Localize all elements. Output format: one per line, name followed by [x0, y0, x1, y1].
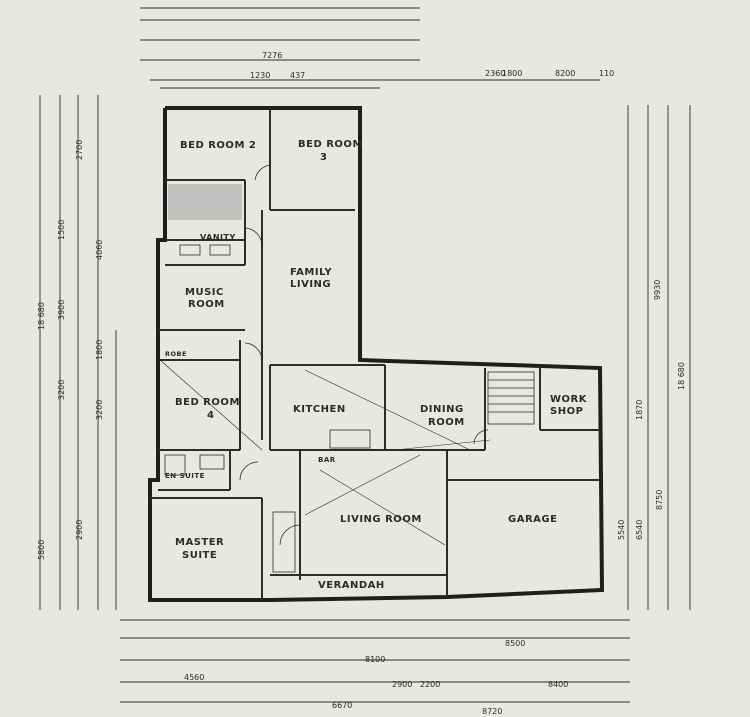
label-workshop-line2: SHOP [550, 406, 583, 417]
label-living-room: LIVING ROOM [340, 514, 422, 525]
label-bed-room-3-line2: 3 [320, 152, 327, 163]
construction-lines [159, 359, 491, 546]
label-dining-line1: DINING [420, 404, 464, 415]
label-family-line1: FAMILY [290, 267, 332, 278]
label-verandah: VERANDAH [318, 580, 385, 591]
dim-top-2: 8200 [555, 69, 575, 78]
interior-walls [150, 108, 600, 600]
label-workshop-line1: WORK [550, 394, 588, 405]
dim-top-5: 437 [290, 71, 305, 80]
dim-right-5: 5540 [617, 520, 626, 540]
outer-walls [148, 106, 605, 602]
label-ensuite: EN SUITE [165, 472, 205, 480]
dim-left-7: 1800 [95, 340, 104, 360]
dim-bottom-6: 8720 [482, 707, 502, 716]
bottom-dimension-labels: 8500 8100 4560 2900 8400 6670 8720 2200 [184, 639, 568, 716]
label-garage: GARAGE [508, 514, 557, 525]
dim-bottom-1: 8100 [365, 655, 385, 664]
label-dining-line2: ROOM [428, 417, 465, 428]
label-music-line2: ROOM [188, 299, 225, 310]
right-dimension-lines [627, 105, 691, 610]
label-robe: ROBE [165, 350, 187, 358]
label-bed-room-3-line1: BED ROOM [298, 139, 363, 150]
dim-left-9: 18 680 [37, 302, 46, 330]
top-dimension-labels: 2360 1800 8200 110 1230 437 7276 [250, 51, 614, 80]
dim-bottom-2: 4560 [184, 673, 204, 682]
dim-right-3: 8750 [655, 490, 664, 510]
label-bed-room-2: BED ROOM 2 [180, 140, 256, 151]
dim-right-1: 18 680 [677, 362, 686, 390]
label-bed-room-4-line2: 4 [207, 410, 214, 421]
dim-left-0: 2700 [75, 140, 84, 160]
bottom-dimension-lines [120, 619, 630, 703]
label-music-line1: MUSIC [185, 287, 224, 298]
dim-left-3: 4060 [95, 240, 104, 260]
door-swings [239, 164, 489, 546]
dim-top-3: 110 [599, 69, 614, 78]
dim-bottom-3: 2900 [392, 680, 412, 689]
label-vanity: VANITY [200, 233, 236, 242]
stairs [487, 371, 535, 425]
dim-bottom-4: 8400 [548, 680, 568, 689]
right-dimension-labels: 9930 18 680 1870 8750 6540 5540 [617, 280, 686, 540]
dim-left-5: 3200 [95, 400, 104, 420]
dim-left-1: 3200 [57, 380, 66, 400]
room-labels: BED ROOM 2 BED ROOM 3 VANITY FAMILY LIVI… [165, 139, 588, 591]
label-master-line2: SUITE [182, 550, 217, 561]
vanity-shade [168, 184, 242, 220]
left-dimension-labels: 2700 3200 1500 4060 3900 3200 2900 1800 … [37, 140, 104, 560]
dim-top-0: 2360 [485, 69, 505, 78]
top-dimension-lines [140, 7, 600, 89]
left-dimension-lines [39, 95, 117, 610]
dim-top-6: 7276 [262, 51, 282, 60]
dim-top-4: 1230 [250, 71, 270, 80]
dim-left-8: 5800 [37, 540, 46, 560]
dim-right-4: 6540 [635, 520, 644, 540]
dim-left-6: 2900 [75, 520, 84, 540]
label-family-line2: LIVING [290, 279, 331, 290]
dim-top-1: 1800 [502, 69, 522, 78]
label-kitchen: KITCHEN [293, 404, 346, 415]
dim-left-2: 1500 [57, 220, 66, 240]
dim-right-0: 9930 [653, 280, 662, 300]
label-master-line1: MASTER [175, 537, 224, 548]
dim-bottom-7: 2200 [420, 680, 440, 689]
dim-bottom-5: 6670 [332, 701, 352, 710]
fixtures [164, 244, 371, 573]
dim-left-4: 3900 [57, 300, 66, 320]
label-bed-room-4-line1: BED ROOM [175, 397, 240, 408]
dim-bottom-0: 8500 [505, 639, 525, 648]
label-bar: BAR [318, 456, 336, 464]
dim-right-2: 1870 [635, 400, 644, 420]
